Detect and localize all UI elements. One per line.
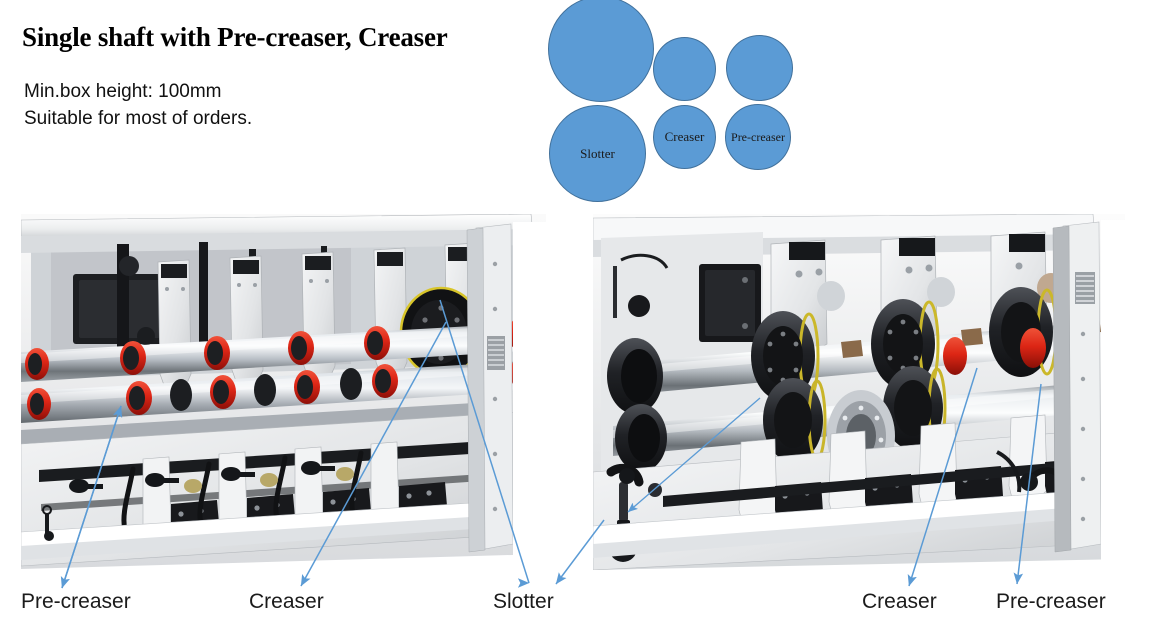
spec-line-suitability: Suitable for most of orders. bbox=[24, 108, 253, 129]
spec-line-min-box-height: Min.box height: 100mm bbox=[24, 81, 222, 102]
circle-creaser-bottom-label: Creaser bbox=[664, 129, 705, 144]
roller-circle-diagram: Slotter Creaser Pre-creaser bbox=[540, 0, 810, 206]
circle-creaser-top bbox=[653, 37, 716, 101]
circle-creaser-bottom: Creaser bbox=[653, 105, 716, 169]
label-pre-creaser-left: Pre-creaser bbox=[21, 590, 131, 613]
circle-slotter-bottom: Slotter bbox=[549, 105, 646, 202]
page-title: Single shaft with Pre-creaser, Creaser bbox=[22, 22, 448, 52]
label-creaser-right: Creaser bbox=[862, 590, 937, 613]
circle-pre-creaser-bottom: Pre-creaser bbox=[725, 104, 791, 170]
label-creaser-left: Creaser bbox=[249, 590, 324, 613]
circle-pre-creaser-top bbox=[726, 35, 793, 101]
right-machine-photo bbox=[593, 214, 1125, 570]
left-machine-photo bbox=[21, 214, 546, 569]
circle-pre-creaser-bottom-label: Pre-creaser bbox=[731, 129, 785, 144]
label-pre-creaser-right: Pre-creaser bbox=[996, 590, 1106, 613]
circle-slotter-bottom-label: Slotter bbox=[580, 145, 615, 161]
left-machine-illustration bbox=[21, 214, 546, 569]
spec-text-block: Min.box height: 100mm Suitable for most … bbox=[24, 78, 252, 132]
label-slotter: Slotter bbox=[493, 590, 554, 613]
right-machine-illustration bbox=[593, 214, 1125, 570]
circle-slotter-top bbox=[548, 0, 654, 102]
